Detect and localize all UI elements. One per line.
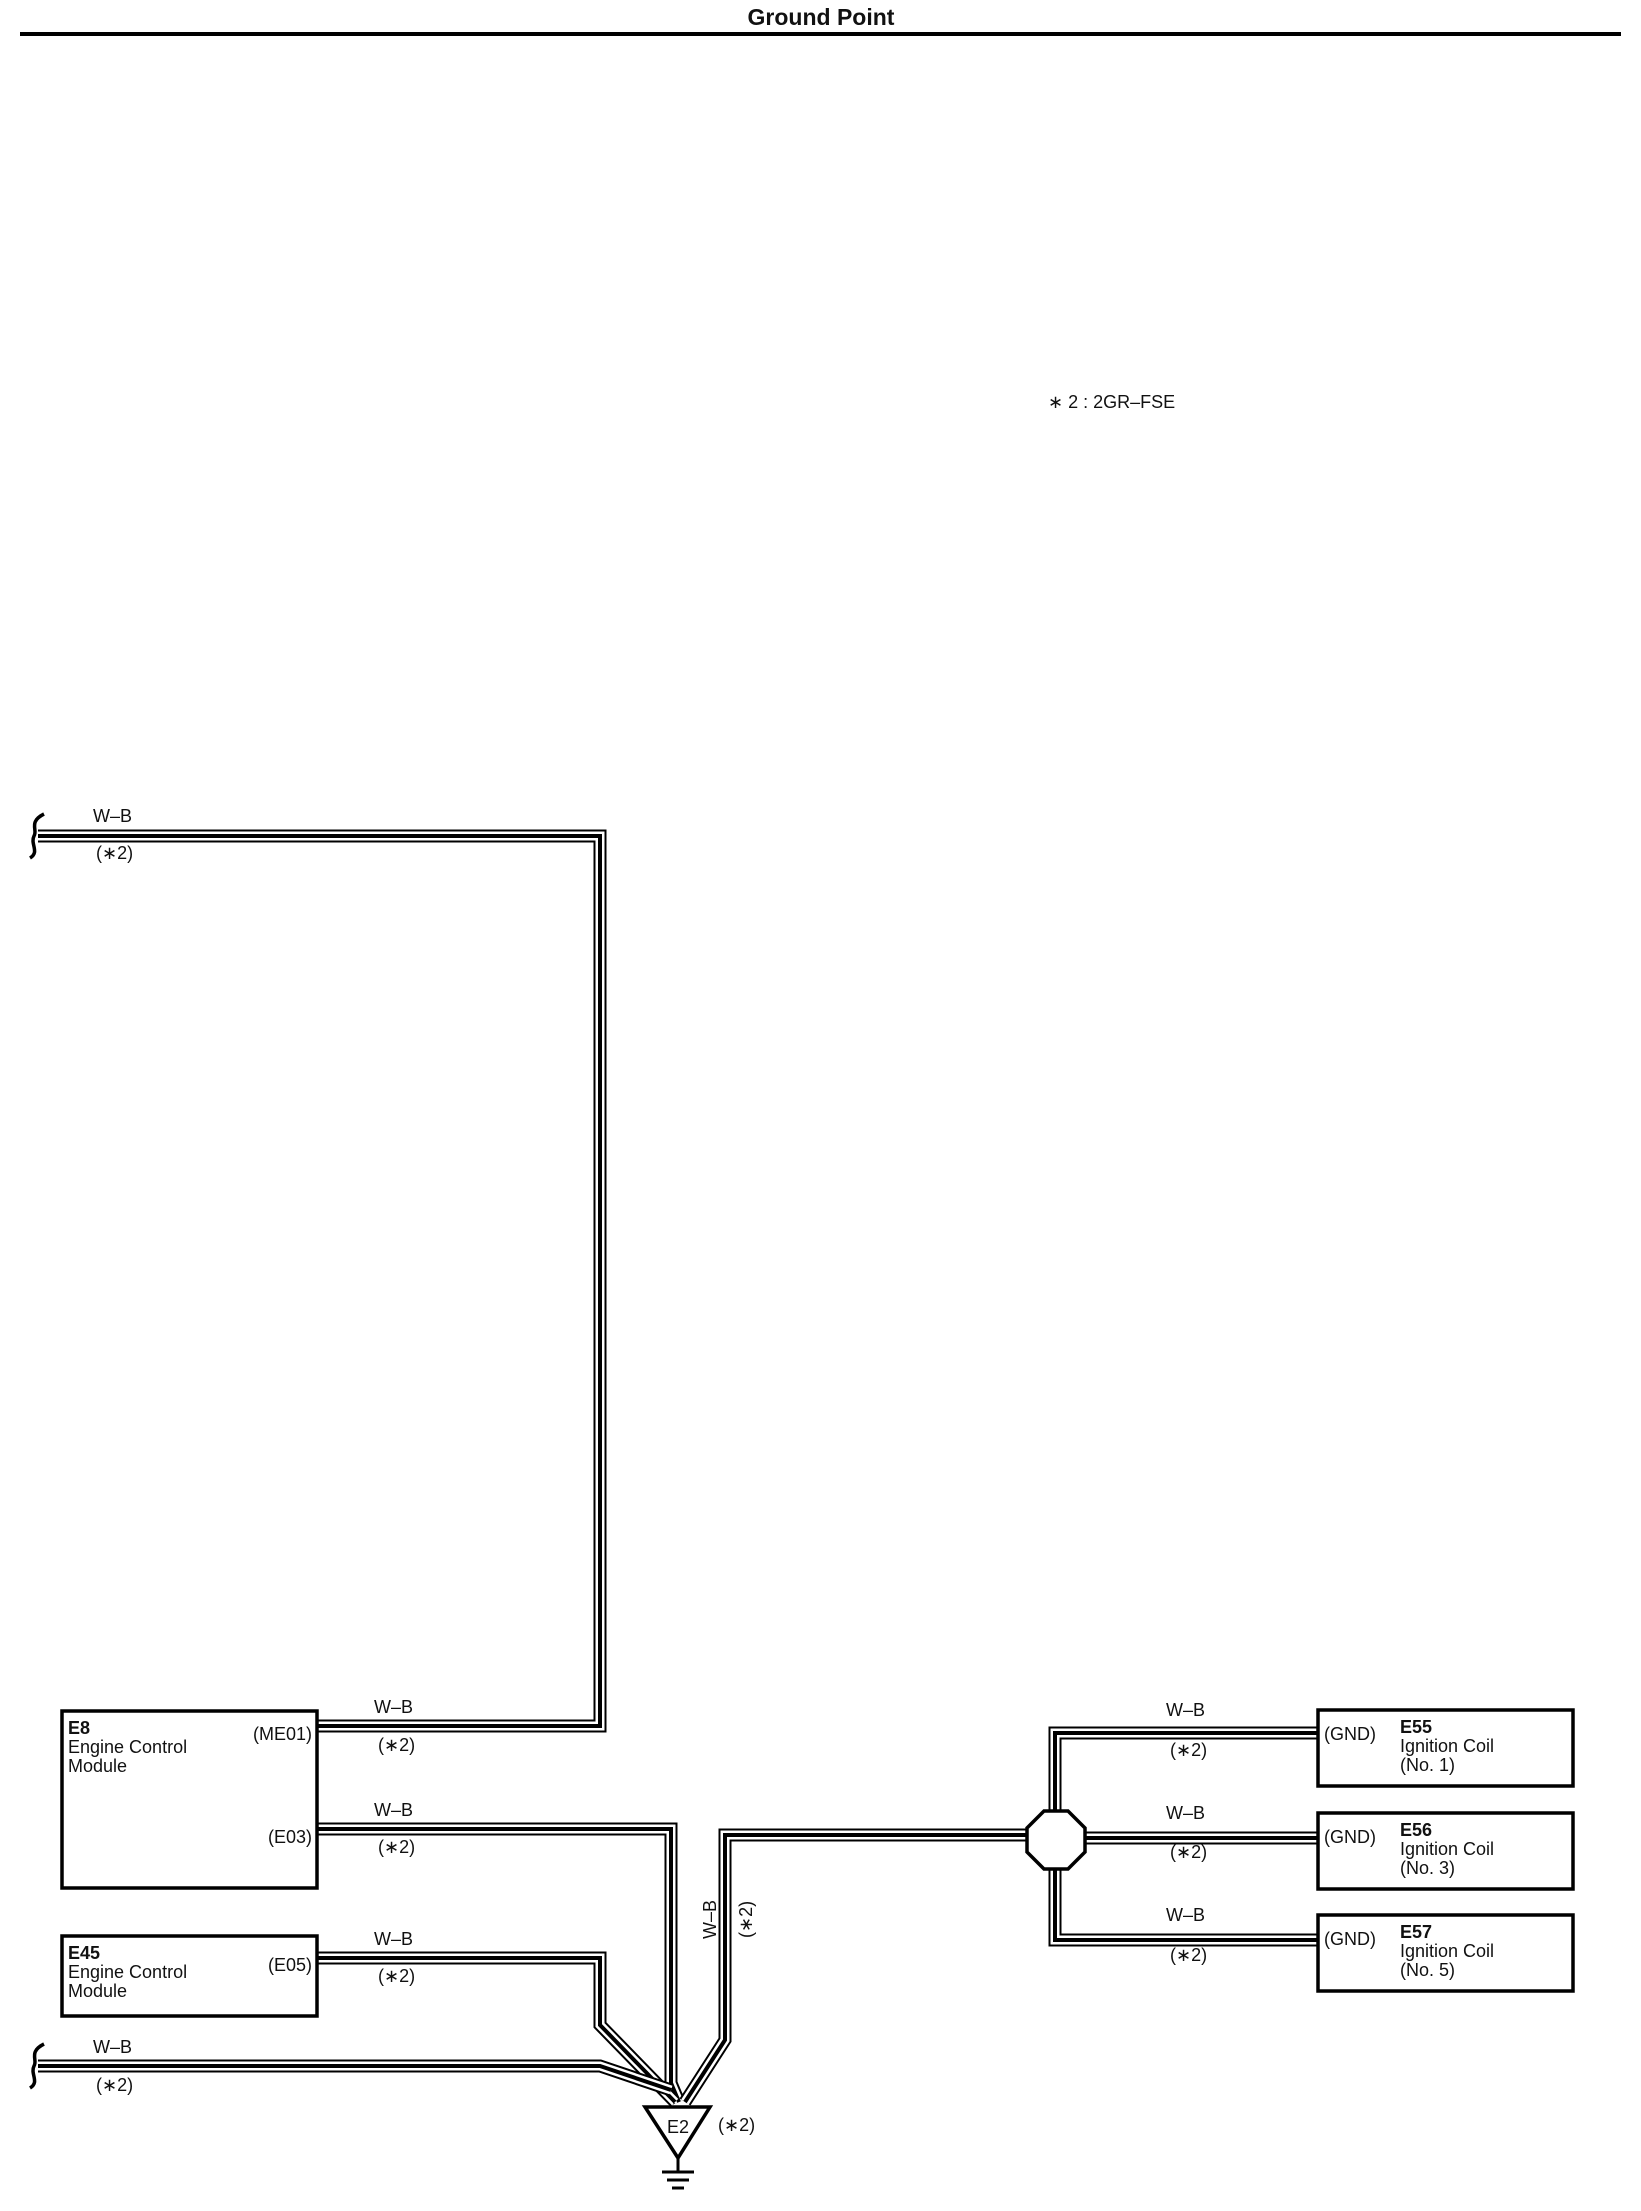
component-name: Ignition Coil (1400, 1941, 1494, 1961)
component-code: E55 (1400, 1717, 1432, 1737)
wire-labels: W–B (∗2) W–B (∗2) W–B (∗2) W–B (∗2) W–B … (93, 806, 1207, 2095)
pin-label: (ME01) (253, 1724, 312, 1744)
wire-note-label-vertical: (∗2) (736, 1901, 756, 1938)
component-e45: E45 Engine Control Module (E05) (60, 1934, 319, 2018)
component-name: (No. 5) (1400, 1960, 1455, 1980)
wire-paths (38, 829, 1318, 2107)
splice-junction-icon (1025, 1809, 1087, 1871)
wire-e55 (1048, 1726, 1318, 1835)
component-e56: (GND) E56 Ignition Coil (No. 3) (1316, 1811, 1575, 1891)
wire-e05 (316, 1951, 680, 2107)
component-name: Module (68, 1756, 127, 1776)
pin-label: (GND) (1324, 1929, 1376, 1949)
component-code: E56 (1400, 1820, 1432, 1840)
wire-top-lead (38, 829, 607, 1733)
component-name: Engine Control (68, 1962, 187, 1982)
component-code: E57 (1400, 1922, 1432, 1942)
wire-color-label: W–B (1166, 1905, 1205, 1925)
wire-color-label: W–B (93, 806, 132, 826)
wire-note-label: (∗2) (1170, 1740, 1207, 1760)
component-e57: (GND) E57 Ignition Coil (No. 5) (1316, 1913, 1575, 1993)
wire-note-label: (∗2) (378, 1837, 415, 1857)
ground-point-e2: E2 (∗2) (641, 2105, 755, 2190)
component-name: (No. 1) (1400, 1755, 1455, 1775)
ground-triangle-icon (641, 2105, 714, 2162)
wire-note-label: (∗2) (378, 1966, 415, 1986)
wire-ground-to-splice (679, 1828, 1055, 2106)
wire-note-label: (∗2) (96, 2075, 133, 2095)
harness-break-bottom-icon (28, 2042, 45, 2090)
pin-label: (E03) (268, 1827, 312, 1847)
wire-note-label: (∗2) (1170, 1945, 1207, 1965)
wire-bottom-lead (38, 2059, 674, 2097)
ground-symbol-icon (662, 2158, 694, 2190)
ground-note: (∗2) (718, 2115, 755, 2135)
wire-color-label: W–B (1166, 1803, 1205, 1823)
component-name: Ignition Coil (1400, 1736, 1494, 1756)
harness-break-top-icon (28, 812, 45, 860)
wire-note-label: (∗2) (378, 1735, 415, 1755)
component-code: E8 (68, 1718, 90, 1738)
component-name: (No. 3) (1400, 1858, 1455, 1878)
component-name: Module (68, 1981, 127, 2001)
component-e8: E8 Engine Control Module (ME01) (E03) (60, 1709, 319, 1890)
wire-color-label: W–B (374, 1800, 413, 1820)
wire-e03 (316, 1822, 685, 2105)
component-e55: (GND) E55 Ignition Coil (No. 1) (1316, 1708, 1575, 1788)
wire-color-label: W–B (1166, 1700, 1205, 1720)
pin-label: (GND) (1324, 1827, 1376, 1847)
page-title: Ground Point (748, 4, 895, 30)
wire-e57 (1048, 1840, 1318, 1947)
wire-color-label-vertical: W–B (700, 1900, 720, 1939)
pin-label: (E05) (268, 1955, 312, 1975)
wire-note-label: (∗2) (1170, 1842, 1207, 1862)
variant-note: ∗ 2 : 2GR–FSE (1048, 392, 1175, 412)
pin-label: (GND) (1324, 1724, 1376, 1744)
wire-note-label: (∗2) (96, 843, 133, 863)
component-code: E45 (68, 1943, 100, 1963)
component-name: Ignition Coil (1400, 1839, 1494, 1859)
wire-color-label: W–B (93, 2037, 132, 2057)
component-name: Engine Control (68, 1737, 187, 1757)
ground-code: E2 (667, 2117, 689, 2137)
wire-color-label: W–B (374, 1929, 413, 1949)
wire-color-label: W–B (374, 1697, 413, 1717)
